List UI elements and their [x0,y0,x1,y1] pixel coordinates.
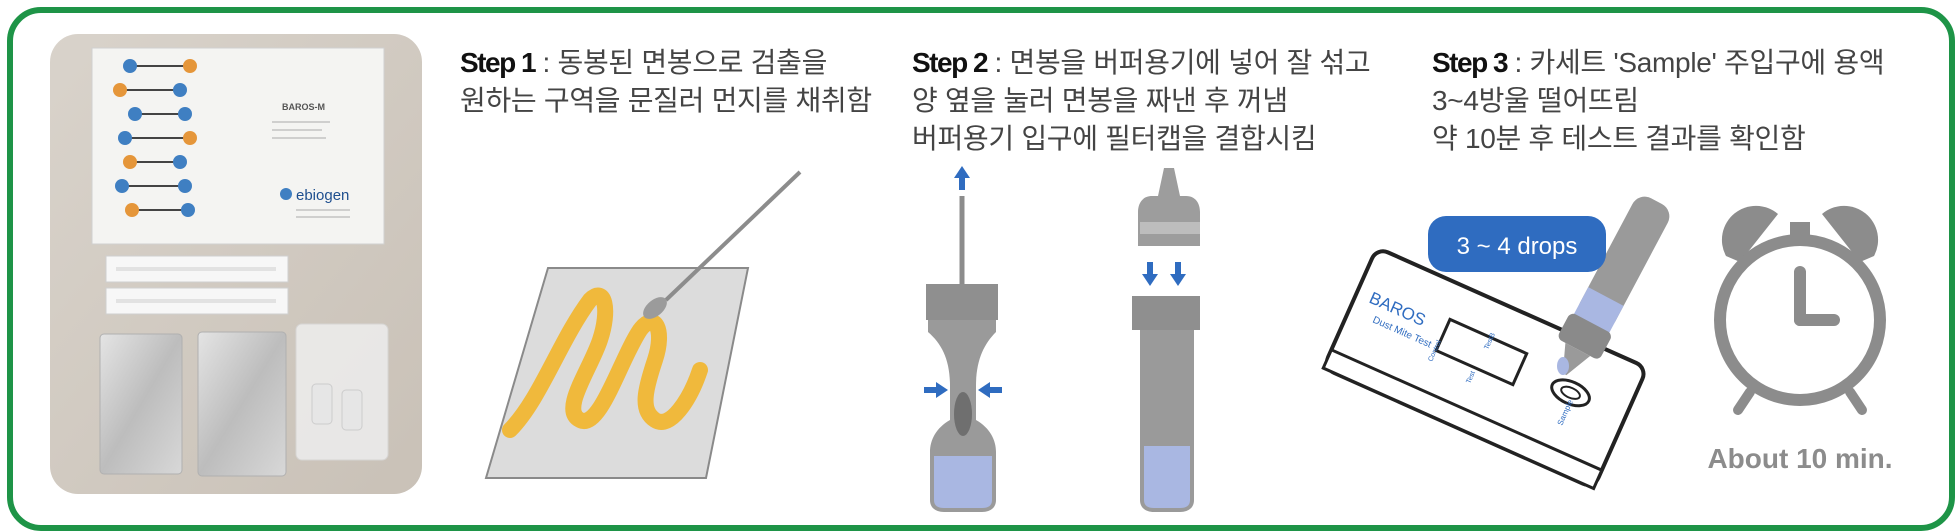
test-cassette [1321,249,1646,491]
timer-label: About 10 min. [1707,443,1892,474]
step-3-instructions: Step 3 : 카세트 'Sample' 주입구에 용액 3~4방울 떨어뜨림… [1432,44,1885,158]
step-2-cap-illustration [1132,168,1200,512]
step-1-separator: : [535,47,558,78]
buffer-tube [1132,296,1200,330]
swab-stick [664,170,802,302]
step-3-line-3: 약 10분 후 테스트 결과를 확인함 [1432,123,1806,154]
foil-pouch [197,331,287,477]
step-3-line-2: 3~4방울 떨어뜨림 [1432,85,1639,116]
step-2-line-2: 양 옆을 눌러 면봉을 짜낸 후 꺼냄 [912,85,1288,116]
step-3-line-1: 카세트 'Sample' 주입구에 용액 [1529,47,1885,78]
step-1-label: Step 1 [460,47,537,78]
alarm-clock-icon [1714,205,1886,415]
drops-badge [1428,216,1606,272]
arrow-left-icon [978,382,990,398]
swab-tip [643,297,667,319]
kit-product-name: BAROS-M [282,102,325,112]
dna-helix-icon [113,59,197,217]
foil-pouch [99,333,183,475]
arrow-right-icon [936,382,948,398]
result-window [1434,317,1529,387]
step-1-line-1: 동봉된 면봉으로 검출을 [557,47,828,78]
arrow-down-icon [1170,274,1186,286]
step-2-label: Step 2 [912,47,989,78]
kit-brand-name: ebiogen [296,187,349,204]
step-1-illustration [484,170,802,479]
yellow-smear [502,287,708,438]
ebiogen-logo-icon [280,188,292,200]
drops-badge-text: 3 ~ 4 drops [1457,233,1578,260]
step-1-instructions: Step 1 : 동봉된 면봉으로 검출을 원하는 구역을 문질러 먼지를 채취… [460,44,872,120]
step-2-line-3: 버퍼용기 입구에 필터캡을 결합시킴 [912,123,1317,154]
arrow-up-icon [954,166,970,178]
step-2-instructions: Step 2 : 면봉을 버퍼용기에 넣어 잘 섞고 양 옆을 눌러 면봉을 짜… [912,44,1371,158]
step-1-line-2: 원하는 구역을 문질러 먼지를 채취함 [460,85,872,116]
arrow-down-icon [1142,274,1158,286]
kit-photo-illustration: BAROS-M ebiogen [50,34,422,494]
step-3-label: Step 3 [1432,47,1509,78]
filter-cap [1138,168,1200,246]
step-2-squeeze-illustration [924,166,1002,512]
kit-box [91,47,385,245]
step-3-illustration: BAROS Dust Mite Test Control Test TestB … [1321,196,1893,491]
step-2-line-1: 면봉을 버퍼용기에 넣어 잘 섞고 [1009,47,1371,78]
drop [1557,357,1569,375]
cassette-test-label: Test [1465,370,1477,385]
step-3-separator: : [1507,47,1530,78]
dropper [1558,196,1670,376]
kit-photo: BAROS-M ebiogen [50,34,422,494]
step-2-separator: : [987,47,1010,78]
